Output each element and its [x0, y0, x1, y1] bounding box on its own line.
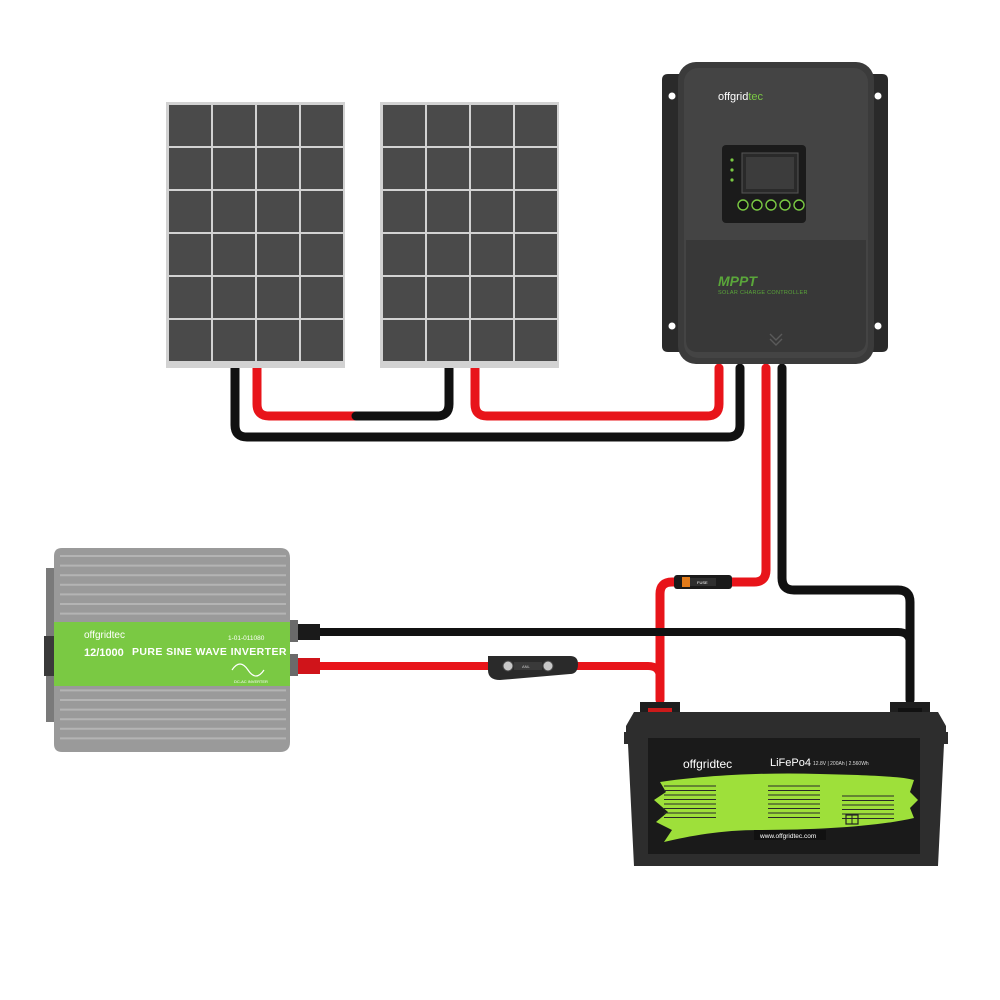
inverter-positive-terminal: [298, 658, 320, 674]
inverter-positive-wire: [314, 662, 664, 704]
solar-cell: [169, 320, 211, 361]
solar-cell: [301, 234, 343, 275]
chevron-down-icon: [769, 333, 783, 341]
solar-cell: [471, 148, 513, 189]
solar-cell: [383, 191, 425, 232]
status-led: [730, 168, 734, 172]
solar-cell: [515, 320, 557, 361]
solar-cell: [515, 105, 557, 146]
solar-cell: [257, 320, 299, 361]
solar-cell: [471, 320, 513, 361]
solar-cell: [169, 191, 211, 232]
solar-cell: [213, 105, 255, 146]
solar-cell: [383, 277, 425, 318]
fuse-inline-label: ANL: [522, 664, 531, 669]
solar-cell: [427, 105, 469, 146]
controller-button[interactable]: [737, 199, 749, 211]
solar-cell: [515, 148, 557, 189]
controller-subtitle: SOLAR CHARGE CONTROLLER: [718, 290, 808, 296]
inverter-negative-wire: [314, 628, 914, 704]
inverter-model: 12/1000: [84, 647, 124, 659]
solar-cell: [427, 320, 469, 361]
inverter-label: [54, 622, 290, 686]
panel-cell-grid: [169, 105, 343, 361]
solar-cell: [383, 320, 425, 361]
charge-controller: offgridtec MPPT SOLAR CHARGE CONTROLLER: [662, 62, 888, 364]
solar-cell: [515, 277, 557, 318]
solar-cell: [301, 277, 343, 318]
controller-button[interactable]: [765, 199, 777, 211]
solar-cell: [427, 234, 469, 275]
solar-cell: [427, 148, 469, 189]
wiring: [230, 363, 915, 705]
solar-cell: [515, 234, 557, 275]
solar-cell: [471, 191, 513, 232]
inverter-part-number: 1-01-011080: [228, 635, 265, 642]
inverter-title: PURE SINE WAVE INVERTER: [132, 646, 287, 658]
solar-cell: [169, 277, 211, 318]
solar-cell: [257, 277, 299, 318]
solar-cell: [301, 105, 343, 146]
battery-green-label: [654, 773, 918, 842]
solar-cell: [213, 277, 255, 318]
solar-cell: [427, 191, 469, 232]
solar-cell: [471, 277, 513, 318]
controller-model: MPPT: [718, 273, 758, 289]
solar-cell: [383, 148, 425, 189]
panel-cell-grid: [383, 105, 557, 361]
battery-chemistry: LiFePo4: [770, 757, 811, 769]
controller-button[interactable]: [751, 199, 763, 211]
status-led: [730, 158, 734, 162]
solar-cell: [257, 234, 299, 275]
solar-cell: [213, 148, 255, 189]
solar-cell: [383, 105, 425, 146]
controller-button[interactable]: [793, 199, 805, 211]
solar-cell: [169, 234, 211, 275]
battery-website: www.offgridtec.com: [759, 833, 816, 840]
controller-battery-negative-wire: [777, 363, 915, 705]
solar-cell: [169, 105, 211, 146]
inverter-brand-logo: offgridtec: [84, 630, 125, 641]
inverter: offgridtec 1-01-011080 12/1000 PURE SINE…: [44, 548, 320, 752]
fuse-label: FUSE: [697, 580, 708, 585]
inverter-negative-terminal: [298, 624, 320, 640]
solar-cell: [213, 320, 255, 361]
solar-cell: [213, 191, 255, 232]
inverter-badge: DC-AC INVERTER: [234, 679, 268, 684]
solar-cell: [515, 191, 557, 232]
fuse-holder-inline: ANL: [488, 656, 578, 680]
panel-series-wire-negative: [351, 363, 454, 421]
sine-wave-icon: [231, 663, 265, 677]
solar-cell: [213, 234, 255, 275]
solar-cell: [301, 320, 343, 361]
solar-cell: [427, 277, 469, 318]
solar-panel-right: [380, 102, 559, 368]
solar-cell: [257, 148, 299, 189]
solar-cell: [471, 234, 513, 275]
solar-cell: [301, 191, 343, 232]
fuse-holder-top: FUSE: [674, 575, 732, 589]
panel-positive-wire: [470, 363, 724, 421]
solar-cell: [301, 148, 343, 189]
solar-panel-left: [166, 102, 345, 368]
panel-series-wire-positive: [252, 363, 367, 421]
battery-spec: 12.8V | 200Ah | 2.560Wh: [813, 761, 869, 767]
battery-brand-logo: offgridtec: [683, 757, 732, 771]
battery: offgridtec LiFePo4 12.8V | 200Ah | 2.560…: [624, 702, 948, 866]
panel-negative-wire: [230, 363, 745, 442]
status-led: [730, 178, 734, 182]
solar-cell: [257, 105, 299, 146]
solar-cell: [169, 148, 211, 189]
controller-button[interactable]: [779, 199, 791, 211]
controller-brand-logo: offgridtec: [718, 91, 764, 103]
solar-cell: [471, 105, 513, 146]
solar-cell: [257, 191, 299, 232]
solar-cell: [383, 234, 425, 275]
